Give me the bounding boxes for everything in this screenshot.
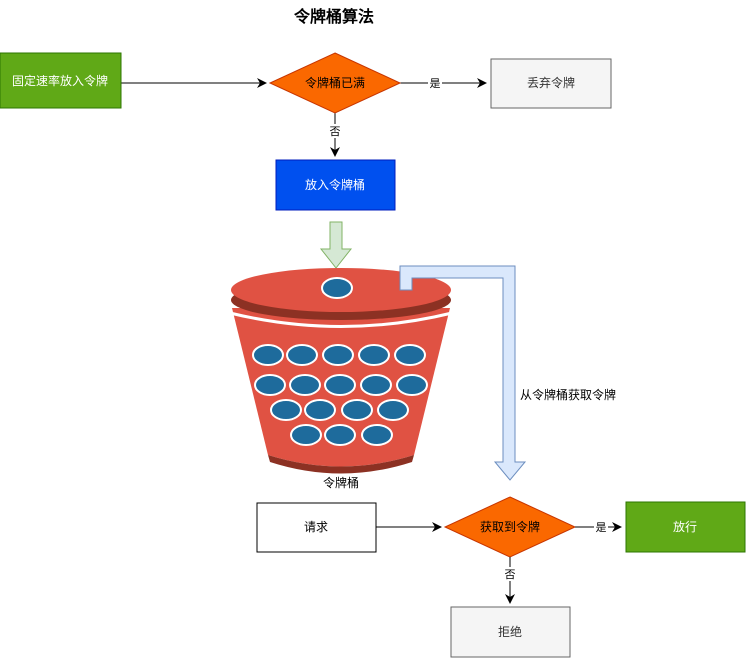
decision-bucket-full — [268, 52, 402, 114]
node-request-label: 请求 — [304, 520, 328, 534]
node-allow — [625, 501, 746, 553]
bucket-bottom — [268, 455, 414, 474]
token — [290, 424, 322, 446]
edge-label-get-yes: 是 — [596, 521, 607, 534]
node-discard-label: 丢弃令牌 — [527, 75, 575, 90]
node-fixed-rate-label: 固定速率放入令牌 — [12, 73, 108, 88]
token — [358, 344, 390, 366]
token — [304, 399, 336, 421]
bucket-tokens — [252, 344, 428, 446]
edge-label-full-no: 否 — [330, 125, 341, 138]
edge-label-get-no: 否 — [505, 568, 516, 581]
token — [289, 374, 321, 396]
node-put-token — [275, 159, 396, 211]
token — [322, 344, 354, 366]
node-allow-label: 放行 — [673, 519, 697, 534]
edge-label-bg — [428, 76, 442, 90]
token-bucket — [229, 268, 453, 474]
decision-got-token-label: 获取到令牌 — [480, 519, 540, 534]
take-token-arrow-label: 从令牌桶获取令牌 — [520, 387, 616, 402]
edge-label-bg — [594, 520, 608, 534]
edge-label-bg — [503, 567, 517, 581]
token — [396, 374, 428, 396]
node-reject — [450, 606, 571, 658]
token — [252, 344, 284, 366]
diagram-title: 令牌桶算法 — [293, 7, 374, 26]
token — [254, 374, 286, 396]
token — [360, 374, 392, 396]
token — [270, 399, 302, 421]
token — [377, 399, 409, 421]
node-reject-label: 拒绝 — [498, 624, 522, 639]
edge-label-full-yes: 是 — [430, 77, 441, 90]
token-on-lid — [321, 277, 353, 299]
take-token-arrow — [399, 265, 527, 481]
token — [324, 424, 356, 446]
bucket-band — [229, 311, 453, 328]
token — [361, 424, 393, 446]
token — [341, 399, 373, 421]
node-put-token-label: 放入令牌桶 — [305, 177, 365, 192]
bucket-label: 令牌桶 — [323, 475, 359, 490]
token — [286, 344, 318, 366]
token — [394, 344, 426, 366]
node-request — [256, 502, 377, 553]
decision-bucket-full-label: 令牌桶已满 — [305, 75, 365, 90]
token — [324, 374, 356, 396]
node-fixed-rate — [0, 52, 122, 109]
put-into-bucket-arrow — [319, 221, 353, 269]
edge-label-bg — [328, 124, 342, 138]
node-discard — [490, 58, 612, 109]
